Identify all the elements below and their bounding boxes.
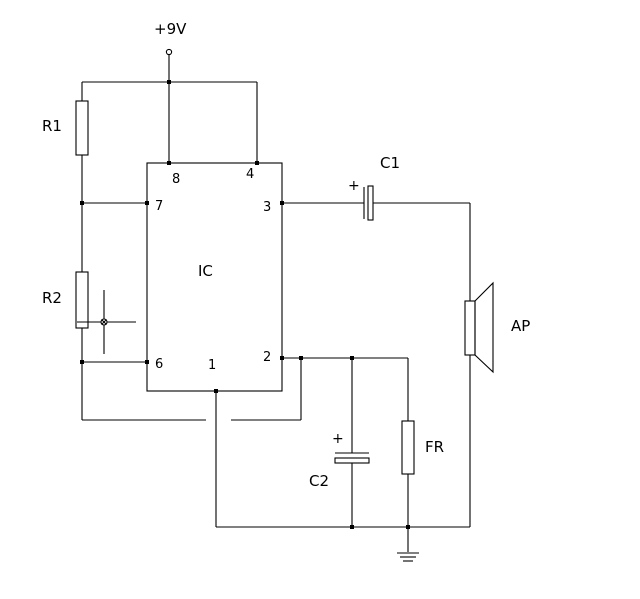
ground-icon [397,552,419,562]
ic-body [146,162,283,392]
resistor-fr [401,420,415,475]
resistor-r1 [75,100,89,156]
c1-polarity-sign: + [348,178,360,194]
junction-dots [80,80,410,529]
ic-pin-3-label: 3 [263,200,271,215]
supply-label: +9V [154,20,187,38]
r2-label: R2 [42,289,62,307]
capacitor-c2 [334,452,370,464]
potentiometer-r2 [75,271,136,354]
ic-pin-2-label: 2 [263,350,271,365]
r1-label: R1 [42,117,62,135]
wires [81,54,471,552]
supply-terminal [165,48,173,56]
ap-label: AP [511,317,530,335]
ic-pin-7-label: 7 [155,199,163,214]
ic-label: IC [198,262,213,280]
capacitor-c1 [363,185,374,221]
fr-label: FR [425,438,444,456]
c1-label: C1 [380,154,400,172]
speaker-icon [464,281,494,374]
ic-pin-4-label: 4 [246,167,254,182]
ic-pin-8-label: 8 [172,172,180,187]
ic-pin-1-label: 1 [208,358,216,373]
c2-label: C2 [309,472,329,490]
c2-polarity-sign: + [332,431,344,447]
ic-pin-6-label: 6 [155,357,163,372]
